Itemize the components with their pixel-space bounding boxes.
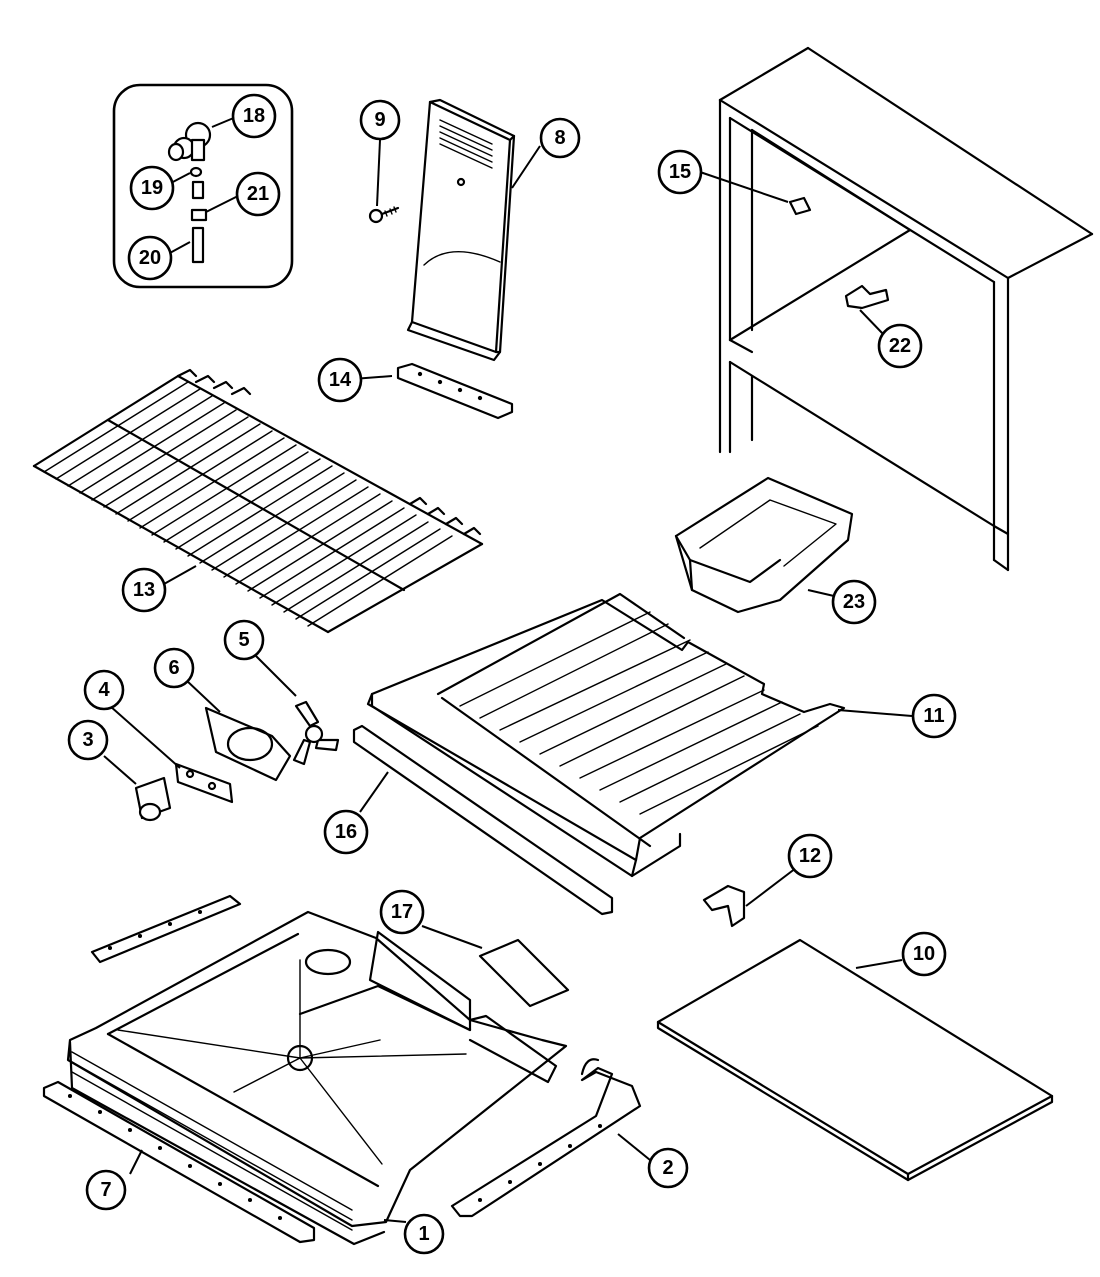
- callout-3: 3: [67, 719, 109, 761]
- leader-lines: [103, 116, 913, 1223]
- svg-text:1: 1: [418, 1223, 429, 1245]
- part-12-bracket: [702, 884, 746, 928]
- svg-text:3: 3: [82, 729, 93, 751]
- callout-15: 15: [657, 149, 703, 195]
- svg-text:17: 17: [391, 901, 413, 923]
- part-3-switch: [134, 776, 172, 822]
- inset-detail-box: [112, 83, 294, 289]
- svg-text:2: 2: [662, 1157, 673, 1179]
- callout-12: 12: [787, 833, 833, 879]
- callout-21: 21: [235, 171, 281, 217]
- callout-7: 7: [85, 1169, 127, 1211]
- callout-17: 17: [379, 889, 425, 935]
- svg-text:16: 16: [335, 821, 357, 843]
- part-2-side-rail: [450, 1058, 642, 1218]
- svg-text:21: 21: [247, 183, 269, 205]
- part-21-clip: [190, 180, 208, 222]
- part-16-trim-strip: [352, 724, 614, 916]
- cabinet-frame: [718, 46, 1094, 572]
- svg-text:8: 8: [554, 127, 565, 149]
- svg-text:18: 18: [243, 105, 265, 127]
- part-14-bracket: [396, 362, 514, 420]
- part-13-wire-shelf: [32, 368, 484, 634]
- callout-23: 23: [831, 579, 877, 625]
- part-19-washer: [189, 166, 203, 178]
- callout-6: 6: [153, 647, 195, 689]
- svg-text:19: 19: [141, 177, 163, 199]
- part-6-fan-shroud: [204, 706, 292, 782]
- callout-1: 1: [403, 1213, 445, 1255]
- part-10-panel: [656, 938, 1054, 1182]
- callout-2: 2: [647, 1147, 689, 1189]
- part-8-evaporator-cover: [406, 98, 516, 362]
- part-1-base-tray: [66, 910, 568, 1246]
- svg-text:6: 6: [168, 657, 179, 679]
- svg-text:10: 10: [913, 943, 935, 965]
- svg-text:4: 4: [98, 679, 110, 701]
- svg-text:7: 7: [100, 1179, 111, 1201]
- callout-22: 22: [877, 323, 923, 369]
- callout-5: 5: [223, 619, 265, 661]
- part-7-rail: [42, 1080, 316, 1244]
- part-18-fitting: [167, 121, 212, 162]
- part-17-panel: [478, 938, 570, 1008]
- part-22-bracket: [844, 284, 890, 310]
- svg-text:11: 11: [923, 705, 944, 727]
- svg-text:15: 15: [669, 161, 691, 183]
- svg-text:5: 5: [238, 629, 249, 651]
- part-4-bracket: [174, 762, 234, 804]
- part-5-fan-blade: [292, 700, 340, 766]
- callout-18: 18: [231, 93, 277, 139]
- rear-rail: [90, 894, 242, 964]
- svg-text:20: 20: [139, 247, 161, 269]
- svg-text:12: 12: [799, 845, 821, 867]
- part-15-plug: [788, 196, 812, 216]
- callout-8: 8: [539, 117, 581, 159]
- part-20-tube: [191, 226, 205, 264]
- part-11-shelf: [366, 592, 846, 878]
- callout-16: 16: [323, 809, 369, 855]
- svg-text:14: 14: [329, 369, 352, 391]
- callout-9: 9: [359, 99, 401, 141]
- svg-text:9: 9: [374, 109, 385, 131]
- svg-text:13: 13: [133, 579, 155, 601]
- callout-4: 4: [83, 669, 125, 711]
- svg-text:23: 23: [843, 591, 865, 613]
- callout-10: 10: [901, 931, 947, 977]
- part-23-bin: [674, 476, 854, 614]
- callout-19: 19: [129, 165, 175, 211]
- callout-14: 14: [317, 357, 363, 403]
- callout-11: 11: [911, 693, 957, 739]
- callout-20: 20: [127, 235, 173, 281]
- callout-13: 13: [121, 567, 167, 613]
- svg-text:22: 22: [889, 335, 911, 357]
- part-9-screw: [368, 206, 400, 224]
